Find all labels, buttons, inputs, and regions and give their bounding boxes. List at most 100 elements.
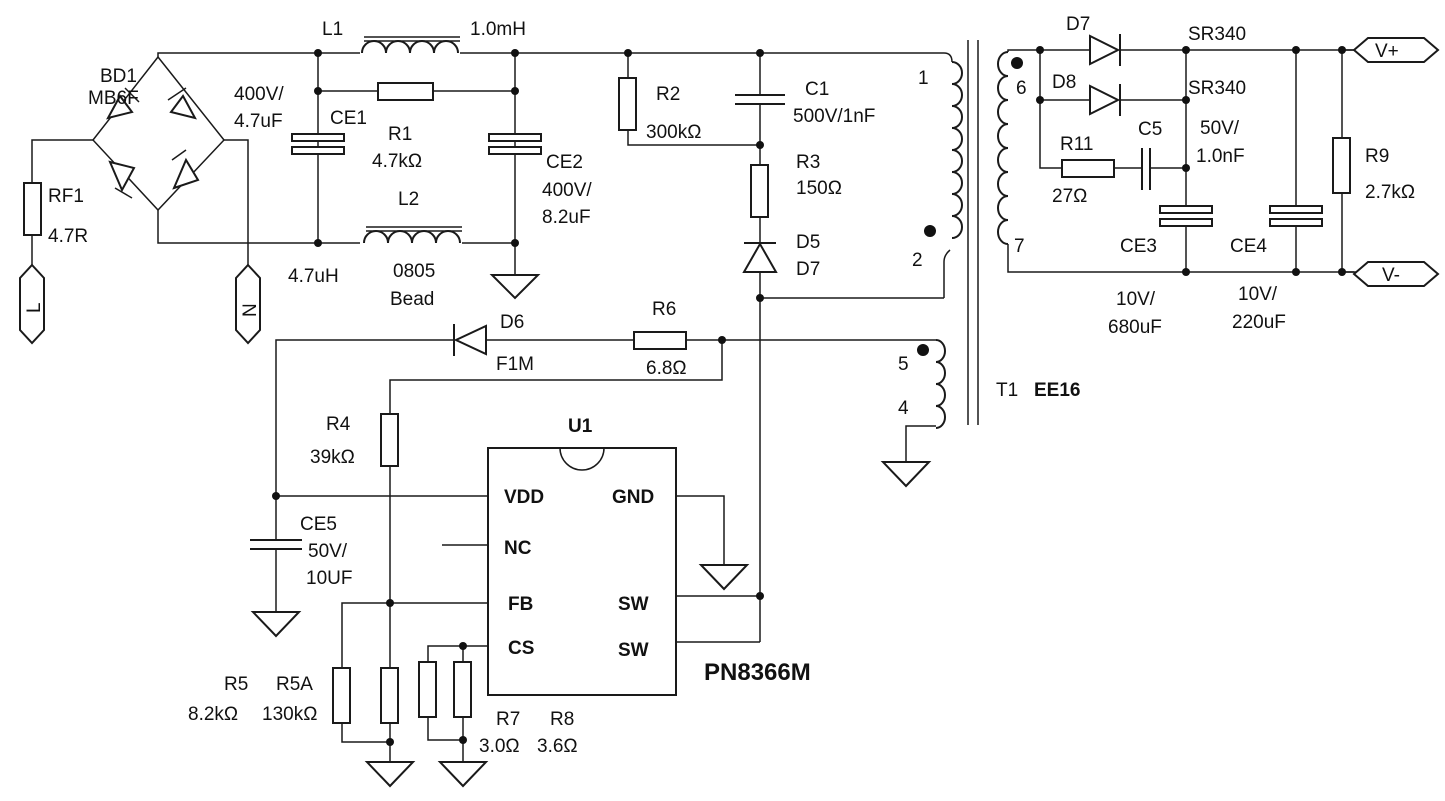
ce1-value: 4.7uF bbox=[234, 111, 283, 132]
resistor-r7 bbox=[418, 661, 437, 718]
d5-part: D7 bbox=[796, 259, 820, 280]
r9-label: R9 bbox=[1365, 146, 1389, 167]
bd1-part: MB6F bbox=[88, 88, 139, 109]
ground-symbol bbox=[250, 611, 302, 638]
ic-u1 bbox=[487, 447, 677, 696]
r2-value: 300kΩ bbox=[646, 122, 701, 143]
r4-label: R4 bbox=[326, 414, 351, 435]
ce5-label: CE5 bbox=[300, 514, 337, 535]
pin-gnd: GND bbox=[612, 487, 654, 508]
r8-label: R8 bbox=[550, 709, 574, 730]
ce3-rating: 10V/ bbox=[1116, 289, 1156, 310]
resistor-r11 bbox=[1061, 159, 1115, 178]
r5a-label: R5A bbox=[276, 674, 313, 695]
ground-symbol bbox=[489, 274, 541, 300]
l1-label: L1 bbox=[322, 19, 343, 40]
c5-rating: 50V/ bbox=[1200, 118, 1240, 139]
l2-value: 4.7uH bbox=[288, 266, 339, 287]
capacitor-ce2 bbox=[488, 133, 542, 155]
capacitor-ce5 bbox=[250, 539, 302, 550]
rf1-value: 4.7R bbox=[48, 226, 88, 247]
pin-nc: NC bbox=[504, 538, 532, 559]
resistor-r4 bbox=[380, 413, 399, 467]
bead-label-1: 0805 bbox=[393, 261, 435, 282]
ground-symbol bbox=[437, 761, 489, 788]
diode-d6 bbox=[453, 324, 487, 356]
terminal-l-label: L bbox=[24, 302, 45, 313]
ce3-label: CE3 bbox=[1120, 236, 1157, 257]
diode-d8 bbox=[1089, 84, 1121, 116]
winding-dot-secondary bbox=[1011, 57, 1023, 69]
r7-label: R7 bbox=[496, 709, 520, 730]
resistor-r2 bbox=[618, 77, 637, 131]
capacitor-c5 bbox=[1141, 148, 1151, 190]
capacitor-ce4 bbox=[1269, 205, 1323, 227]
bead-label-2: Bead bbox=[390, 289, 434, 310]
pin7-label: 7 bbox=[1014, 236, 1025, 257]
d6-label: D6 bbox=[500, 312, 524, 333]
terminal-n-label: N bbox=[240, 303, 261, 317]
ce3-value: 680uF bbox=[1108, 317, 1162, 338]
r2-label: R2 bbox=[656, 84, 680, 105]
pin-sw-2: SW bbox=[618, 640, 649, 661]
winding-dot-primary bbox=[924, 225, 936, 237]
ce2-value: 8.2uF bbox=[542, 207, 591, 228]
resistor-r5 bbox=[332, 667, 351, 724]
pin6-label: 6 bbox=[1016, 78, 1027, 99]
terminal-vplus-label: V+ bbox=[1375, 41, 1399, 62]
diode-d7 bbox=[1089, 34, 1121, 66]
primary-winding bbox=[951, 61, 963, 239]
winding-dot-aux bbox=[917, 344, 929, 356]
resistor-r5a bbox=[380, 667, 399, 724]
c5-label: C5 bbox=[1138, 119, 1162, 140]
pin-fb: FB bbox=[508, 594, 533, 615]
secondary-winding bbox=[997, 51, 1009, 245]
l1-value: 1.0mH bbox=[470, 19, 526, 40]
r5a-value: 130kΩ bbox=[262, 704, 317, 725]
d7-part: SR340 bbox=[1188, 24, 1246, 45]
resistor-r1 bbox=[377, 82, 434, 101]
ce4-value: 220uF bbox=[1232, 312, 1286, 333]
resistor-r3 bbox=[750, 164, 769, 218]
r8-value: 3.6Ω bbox=[537, 736, 578, 757]
ce2-rating: 400V/ bbox=[542, 180, 592, 201]
r3-label: R3 bbox=[796, 152, 820, 173]
pin1-label: 1 bbox=[918, 68, 929, 89]
inductor-l1 bbox=[361, 36, 460, 54]
ce5-rating: 50V/ bbox=[308, 541, 348, 562]
terminal-vminus bbox=[1352, 261, 1440, 287]
pin2-label: 2 bbox=[912, 250, 923, 271]
terminal-l bbox=[19, 263, 45, 345]
resistor-r9 bbox=[1332, 137, 1351, 194]
ce1-label: CE1 bbox=[330, 108, 367, 129]
pin-cs: CS bbox=[508, 638, 534, 659]
d7-label: D7 bbox=[1066, 14, 1090, 35]
resistor-rf1 bbox=[23, 182, 42, 236]
d5-label: D5 bbox=[796, 232, 820, 253]
pin-vdd: VDD bbox=[504, 487, 544, 508]
d8-label: D8 bbox=[1052, 72, 1076, 93]
ce1-rating: 400V/ bbox=[234, 84, 284, 105]
r7-value: 3.0Ω bbox=[479, 736, 520, 757]
terminal-vplus bbox=[1352, 37, 1440, 63]
pin4-label: 4 bbox=[898, 398, 909, 419]
c5-value: 1.0nF bbox=[1196, 146, 1245, 167]
bridge-rectifier-bd1 bbox=[92, 55, 225, 212]
ground-symbol bbox=[698, 564, 750, 591]
capacitor-c1 bbox=[735, 94, 785, 105]
diode-d5 bbox=[742, 241, 778, 273]
resistor-r8 bbox=[453, 661, 472, 718]
terminal-vminus-label: V- bbox=[1382, 265, 1400, 286]
ground-symbol bbox=[880, 461, 932, 488]
terminal-n bbox=[235, 263, 261, 345]
d6-part: F1M bbox=[496, 354, 534, 375]
r11-label: R11 bbox=[1060, 134, 1093, 155]
ce4-rating: 10V/ bbox=[1238, 284, 1278, 305]
t1-core: EE16 bbox=[1034, 380, 1080, 401]
ic-part-number: PN8366M bbox=[704, 659, 811, 686]
r9-value: 2.7kΩ bbox=[1365, 182, 1415, 203]
r4-value: 39kΩ bbox=[310, 447, 355, 468]
ce4-label: CE4 bbox=[1230, 236, 1267, 257]
l2-label: L2 bbox=[398, 189, 419, 210]
